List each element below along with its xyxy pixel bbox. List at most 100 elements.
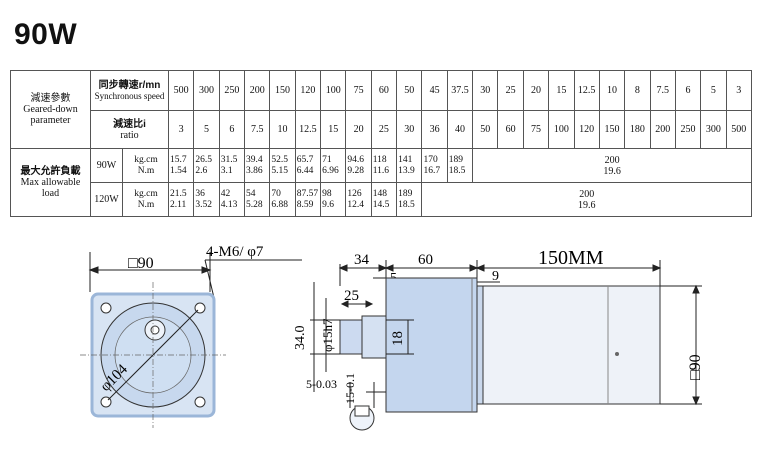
ratio-cell: 25: [370, 110, 398, 149]
torque-max-nm: 19.6: [603, 165, 621, 177]
ratio-cell: 5: [193, 110, 220, 149]
dim-25-label: 25: [344, 288, 359, 304]
torque-label-cn: 最大允許負載: [20, 166, 81, 177]
dim-60-label: 60: [418, 252, 433, 268]
speed-cell: 3: [725, 70, 753, 111]
ratio-cell: 500: [725, 110, 753, 149]
ratio-cell: 10: [269, 110, 296, 149]
speed-cell: 25: [497, 70, 524, 111]
torque-label-en: Max allowable load: [20, 177, 81, 199]
torque-kgcm: 54: [246, 188, 256, 199]
speed-cell: 6: [674, 70, 702, 111]
speed-cell: 45: [421, 70, 448, 111]
torque-nm: 2.11: [170, 199, 187, 210]
torque-nm: 14.5: [372, 199, 390, 210]
ratio-cell: 7.5: [244, 110, 271, 149]
param-label-en: Geared-down parameter: [23, 104, 78, 126]
ratio-label-cn: 減速比i: [113, 118, 146, 130]
speed-cell: 37.5: [446, 70, 474, 111]
ratio-label-en: ratio: [120, 129, 139, 141]
ratio-cell: 180: [624, 110, 651, 149]
page-title: 90W: [14, 18, 78, 51]
torque-kgcm: 118: [372, 154, 387, 165]
speed-cell: 120: [294, 70, 322, 111]
torque-kgcm: 15.7: [170, 154, 187, 165]
torque-nm: 11.6: [372, 165, 390, 176]
ratio-cell: 6: [218, 110, 246, 149]
speed-cell: 150: [269, 70, 296, 111]
dim-34-label: 34: [354, 252, 370, 268]
torque-max-kgcm: 200: [604, 154, 620, 166]
unit-kgcm: kg.cm: [134, 154, 158, 165]
torque-nm: 9.6: [322, 199, 334, 210]
speed-cell: 200: [244, 70, 271, 111]
torque-kgcm: 126: [347, 188, 362, 199]
torque-kgcm: 42: [220, 188, 231, 199]
unit-nm: N.m: [137, 165, 155, 176]
torque-nm: 6.44: [296, 165, 314, 176]
speed-cell: 30: [472, 70, 499, 111]
torque-nm: 2.6: [195, 165, 208, 176]
torque-nm: 3.52: [195, 199, 212, 210]
torque-kgcm: 31.5: [220, 154, 238, 165]
technical-drawing-svg: □90 4-M6/ φ7 φ104: [80, 244, 704, 431]
power-cell: 120W: [90, 182, 123, 217]
torque-kgcm: 189: [448, 154, 464, 165]
speed-cell: 5: [700, 70, 727, 111]
torque-kgcm: 98: [322, 188, 332, 199]
speed-cell: 60: [370, 70, 398, 111]
torque-kgcm: 36: [195, 188, 205, 199]
torque-nm: 5.28: [246, 199, 263, 210]
torque-nm: 13.9: [398, 165, 415, 176]
speed-cell: 10: [598, 70, 626, 111]
speed-cell: 8: [624, 70, 651, 111]
speed-cell: 20: [522, 70, 550, 111]
torque-kgcm: 26.5: [195, 154, 212, 165]
torque-nm: 18.5: [398, 199, 415, 210]
param-label-cn: 減速參數: [30, 93, 71, 104]
shaft-height-label: 34.0: [293, 326, 308, 351]
speed-cell: 100: [320, 70, 347, 111]
holes-label: 4-M6/ φ7: [206, 244, 264, 260]
torque-kgcm: 141: [398, 154, 413, 165]
right-square-label: □90: [687, 354, 704, 380]
ratio-cell: 200: [649, 110, 676, 149]
speed-label-cn: 同步轉速r/mn: [98, 79, 161, 91]
speed-cell: 300: [193, 70, 220, 111]
torque-kgcm: 189: [398, 188, 413, 199]
speed-cell: 7.5: [649, 70, 676, 111]
ratio-cell: 100: [548, 110, 575, 149]
torque-kgcm: 21.5: [170, 188, 187, 199]
ratio-cell: 120: [573, 110, 600, 149]
total-length-label: 150MM: [538, 247, 604, 269]
ratio-cell: 12.5: [294, 110, 322, 149]
speed-cell: 12.5: [573, 70, 600, 111]
dim-18-label: 18: [390, 331, 406, 346]
unit-kgcm: kg.cm: [134, 188, 158, 199]
ratio-cell: 40: [446, 110, 474, 149]
torque-kgcm: 170: [423, 154, 438, 165]
dimension-drawing: □90 4-M6/ φ7 φ104: [10, 222, 752, 468]
dim-9-label: 9: [492, 269, 499, 284]
ratio-cell: 15: [320, 110, 347, 149]
ratio-cell: 30: [396, 110, 423, 149]
